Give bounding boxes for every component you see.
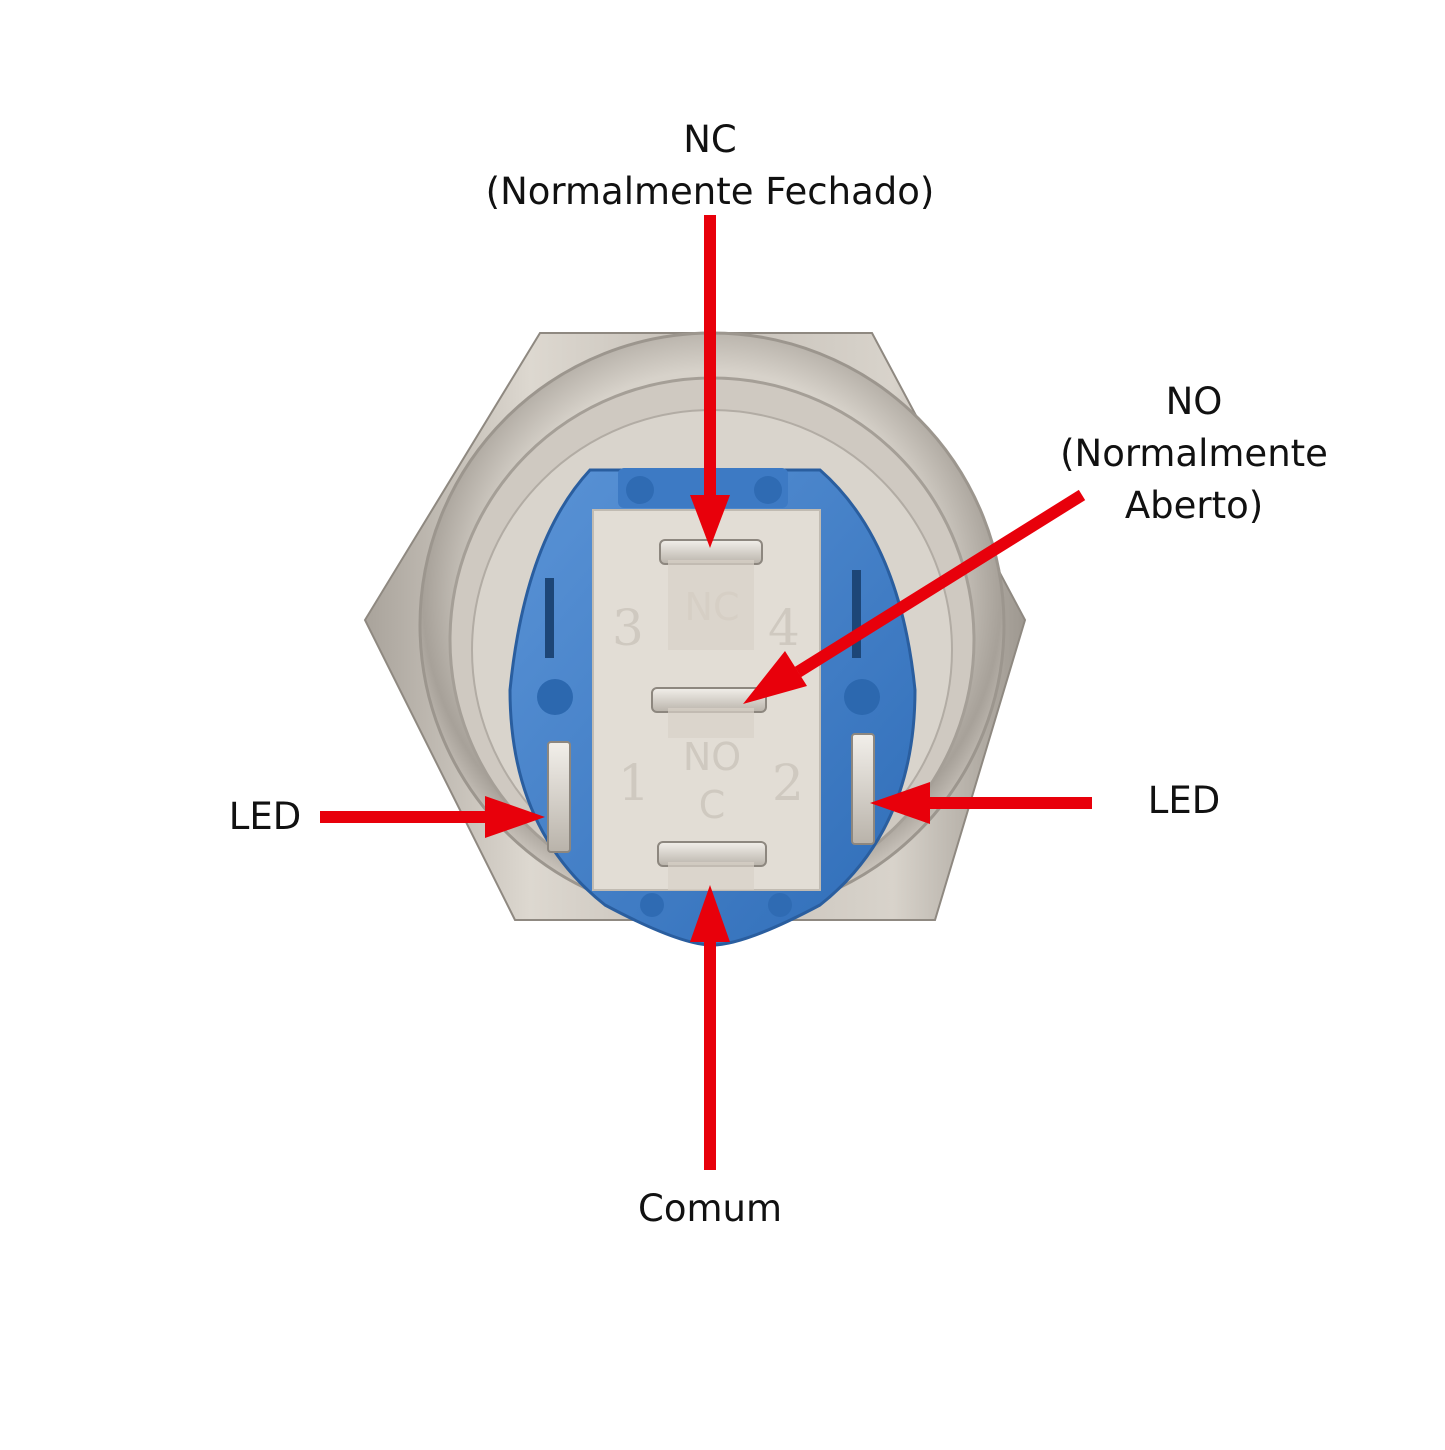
blue-slot bbox=[852, 570, 861, 658]
terminal-no-shadow bbox=[668, 708, 754, 738]
blue-dimple bbox=[640, 893, 664, 917]
pin-number-2: 2 bbox=[772, 754, 804, 812]
label-common: Comum bbox=[637, 1187, 782, 1230]
terminal-common-shadow bbox=[668, 862, 754, 890]
label-led-right: LED bbox=[1147, 779, 1221, 822]
terminal-led-left bbox=[547, 741, 571, 853]
arrow-no-head bbox=[743, 651, 807, 704]
arrow-led-right-head bbox=[870, 782, 930, 824]
blue-dimple bbox=[626, 476, 654, 504]
pin-number-4: 4 bbox=[768, 599, 800, 657]
blue-dimple bbox=[768, 893, 792, 917]
label-no-title: NO bbox=[1165, 380, 1223, 423]
label-nc-title: NC bbox=[683, 118, 737, 161]
label-no: NO (Normalmente Aberto) bbox=[1044, 376, 1344, 532]
pin-number-3: 3 bbox=[612, 599, 644, 657]
blue-dimple bbox=[537, 679, 573, 715]
label-no-description-line1: (Normalmente bbox=[1060, 432, 1328, 475]
arrow-common-head bbox=[690, 885, 730, 942]
label-nc: NC (Normalmente Fechado) bbox=[410, 114, 1010, 218]
arrow-nc-head bbox=[690, 495, 730, 548]
terminal-led-right bbox=[851, 733, 875, 845]
arrow-no-shaft bbox=[794, 489, 1086, 678]
terminal-nc-shadow bbox=[668, 560, 754, 650]
insulator-mark-c: C bbox=[699, 783, 726, 827]
blue-dimple bbox=[844, 679, 880, 715]
blue-top-tab bbox=[618, 468, 788, 508]
label-led-left: LED bbox=[228, 795, 302, 838]
insulator-mark-no: NO bbox=[683, 735, 741, 779]
arrow-led-left-head bbox=[485, 796, 545, 838]
blue-dimple bbox=[754, 476, 782, 504]
blue-slot bbox=[545, 578, 554, 658]
label-no-description-line2: Aberto) bbox=[1124, 484, 1264, 527]
pin-number-1: 1 bbox=[618, 754, 650, 812]
label-nc-description: (Normalmente Fechado) bbox=[485, 170, 935, 213]
